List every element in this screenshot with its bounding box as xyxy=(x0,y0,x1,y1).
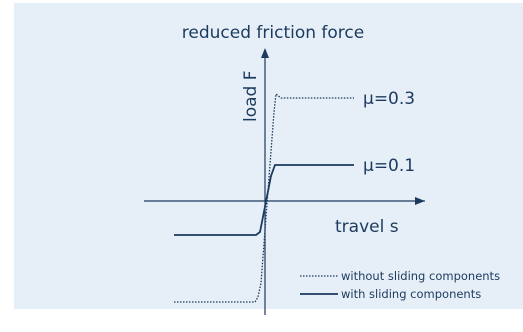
diagram-title: reduced friction force xyxy=(182,23,364,43)
x-axis-label: travel s xyxy=(335,217,399,237)
legend-without-text: without sliding components xyxy=(341,269,500,283)
curve-high-friction xyxy=(174,92,354,303)
x-axis-arrowhead xyxy=(415,197,425,205)
curve-low-friction xyxy=(174,164,354,236)
y-axis-arrowhead xyxy=(261,48,269,58)
curve-high-label: μ=0.3 xyxy=(363,89,415,109)
curve-low-label: μ=0.1 xyxy=(363,156,415,176)
diagram-panel xyxy=(14,3,523,309)
y-axis-label: load F xyxy=(241,70,261,122)
legend-with-text: with sliding components xyxy=(341,287,481,301)
